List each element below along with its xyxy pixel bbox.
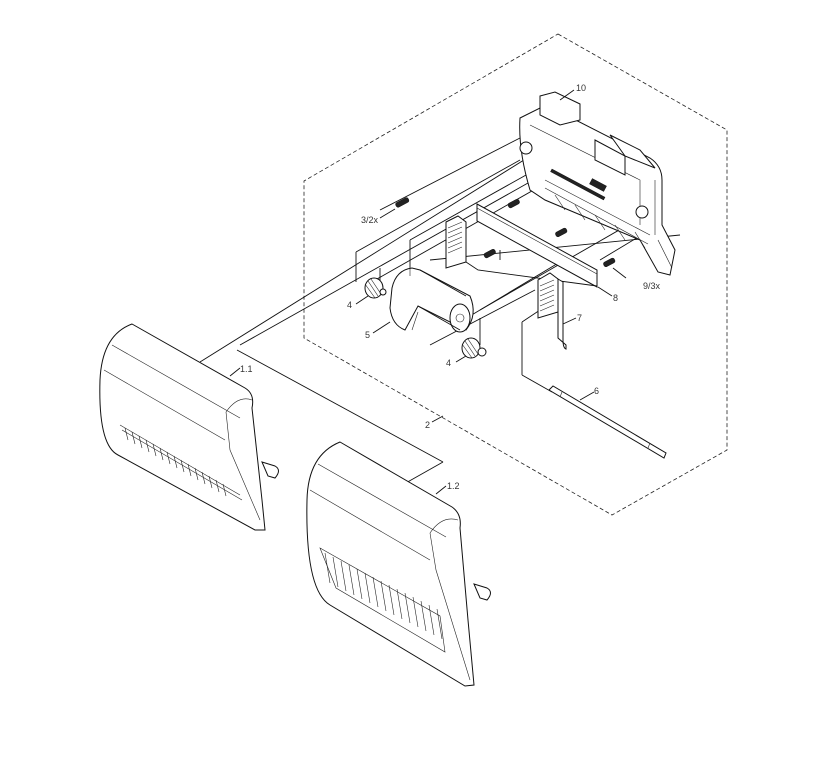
motor-part [389, 267, 474, 333]
callout-4-lower: 4 [446, 358, 452, 368]
callout-2: 2 [425, 420, 431, 430]
callout-10: 10 [576, 83, 587, 93]
shaft-part [548, 385, 667, 459]
gear-lower-part [461, 337, 487, 359]
callout-9-3x: 9/3x [643, 281, 661, 291]
cover-1-2-part [306, 441, 491, 687]
strip-plate-part [476, 203, 598, 288]
cover-1-1-part [99, 323, 279, 531]
callout-7: 7 [577, 313, 583, 323]
callout-3-2x: 3/2x [361, 215, 379, 225]
springs [395, 197, 616, 268]
callout-5: 5 [365, 330, 371, 340]
callout-1-2: 1.2 [447, 481, 460, 491]
callout-leaders [229, 89, 627, 495]
callout-4-upper: 4 [347, 300, 353, 310]
gear-upper-part [364, 277, 387, 299]
callout-6: 6 [594, 386, 600, 396]
assembly-group-outline [303, 33, 728, 516]
rack-bracket-upper [445, 215, 598, 287]
bracket-7-part [537, 272, 567, 350]
callout-1-1: 1.1 [240, 364, 253, 374]
callout-8: 8 [613, 293, 619, 303]
housing-frame-part [519, 91, 676, 276]
